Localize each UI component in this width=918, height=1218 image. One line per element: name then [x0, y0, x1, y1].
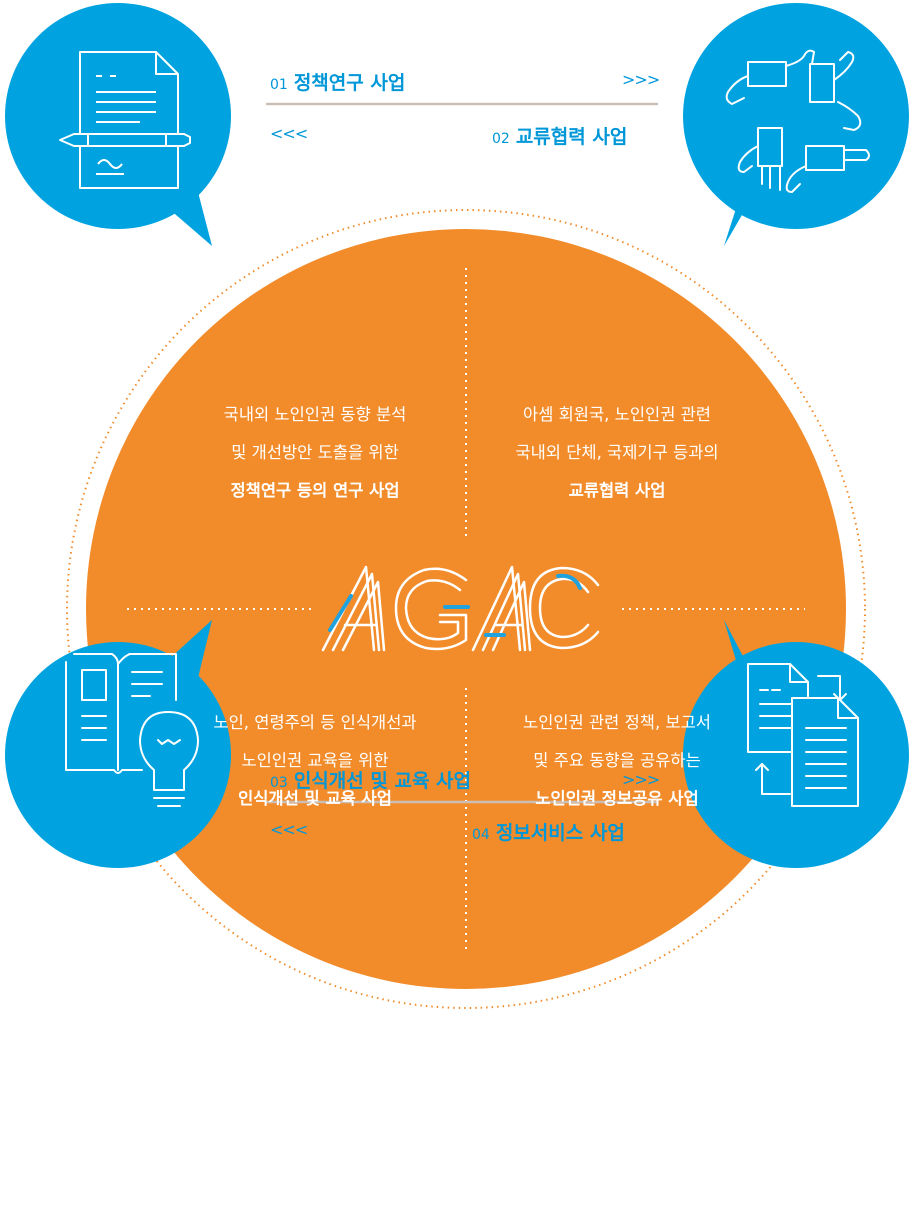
quadrant-bottom-right: 노인인권 관련 정책, 보고서 및 주요 동향을 공유하는 노인인권 정보공유 … [467, 704, 767, 818]
arrow-left-bottom: <<< [270, 820, 308, 839]
document-pen-icon [59, 51, 191, 189]
header-item-3: 03 인식개선 및 교육 사업 [270, 766, 471, 793]
arrow-right-top: >>> [622, 70, 660, 89]
item-2-number: 02 [492, 131, 510, 147]
item-3-label: 인식개선 및 교육 사업 [293, 770, 471, 792]
quadrant-top-left: 국내외 노인인권 동향 분석 및 개선방안 도출을 위한 정책연구 등의 연구 … [165, 396, 465, 510]
q1-bold-line: 정책연구 등의 연구 사업 [230, 481, 400, 500]
document-exchange-icon [747, 663, 859, 807]
q2-line-1: 아셈 회원국, 노인인권 관련 [523, 405, 711, 424]
q4-line-2: 및 주요 동향을 공유하는 [533, 751, 701, 770]
q3-line-1: 노인, 연령주의 등 인식개선과 [213, 713, 417, 732]
item-2-label: 교류협력 사업 [515, 126, 628, 148]
q1-line-1: 국내외 노인인권 동향 분석 [223, 405, 407, 424]
q3-bold-line: 인식개선 및 교육 사업 [238, 789, 392, 808]
item-4-label: 정보서비스 사업 [495, 822, 625, 844]
arrow-right-bottom: >>> [622, 770, 660, 789]
quadrant-top-right: 아셈 회원국, 노인인권 관련 국내외 단체, 국제기구 등과의 교류협력 사업 [467, 396, 767, 510]
q2-line-2: 국내외 단체, 국제기구 등과의 [515, 443, 719, 462]
quadrant-bottom-left: 노인, 연령주의 등 인식개선과 노인인권 교육을 위한 인식개선 및 교육 사… [165, 704, 465, 818]
q4-bold-line: 노인인권 정보공유 사업 [535, 789, 699, 808]
book-lightbulb-icon [65, 653, 199, 807]
item-3-number: 03 [270, 775, 288, 791]
q1-line-2: 및 개선방안 도출을 위한 [231, 443, 399, 462]
agac-logo [321, 565, 600, 652]
header-item-2: 02 교류협력 사업 [492, 122, 627, 149]
item-1-number: 01 [270, 77, 288, 93]
item-4-number: 04 [472, 827, 490, 843]
blue-circle-top-left [5, 3, 231, 246]
q4-line-1: 노인인권 관련 정책, 보고서 [523, 713, 711, 732]
q3-line-2: 노인인권 교육을 위한 [241, 751, 389, 770]
joined-hands-icon [725, 49, 870, 193]
item-1-label: 정책연구 사업 [293, 72, 406, 94]
header-item-1: 01 정책연구 사업 [270, 68, 405, 95]
blue-circle-top-right [683, 3, 909, 246]
arrow-left-top: <<< [270, 124, 308, 143]
outer-dotted-ring [66, 209, 866, 1009]
q2-bold-line: 교류협력 사업 [568, 481, 666, 500]
header-item-4: 04 정보서비스 사업 [472, 818, 625, 845]
